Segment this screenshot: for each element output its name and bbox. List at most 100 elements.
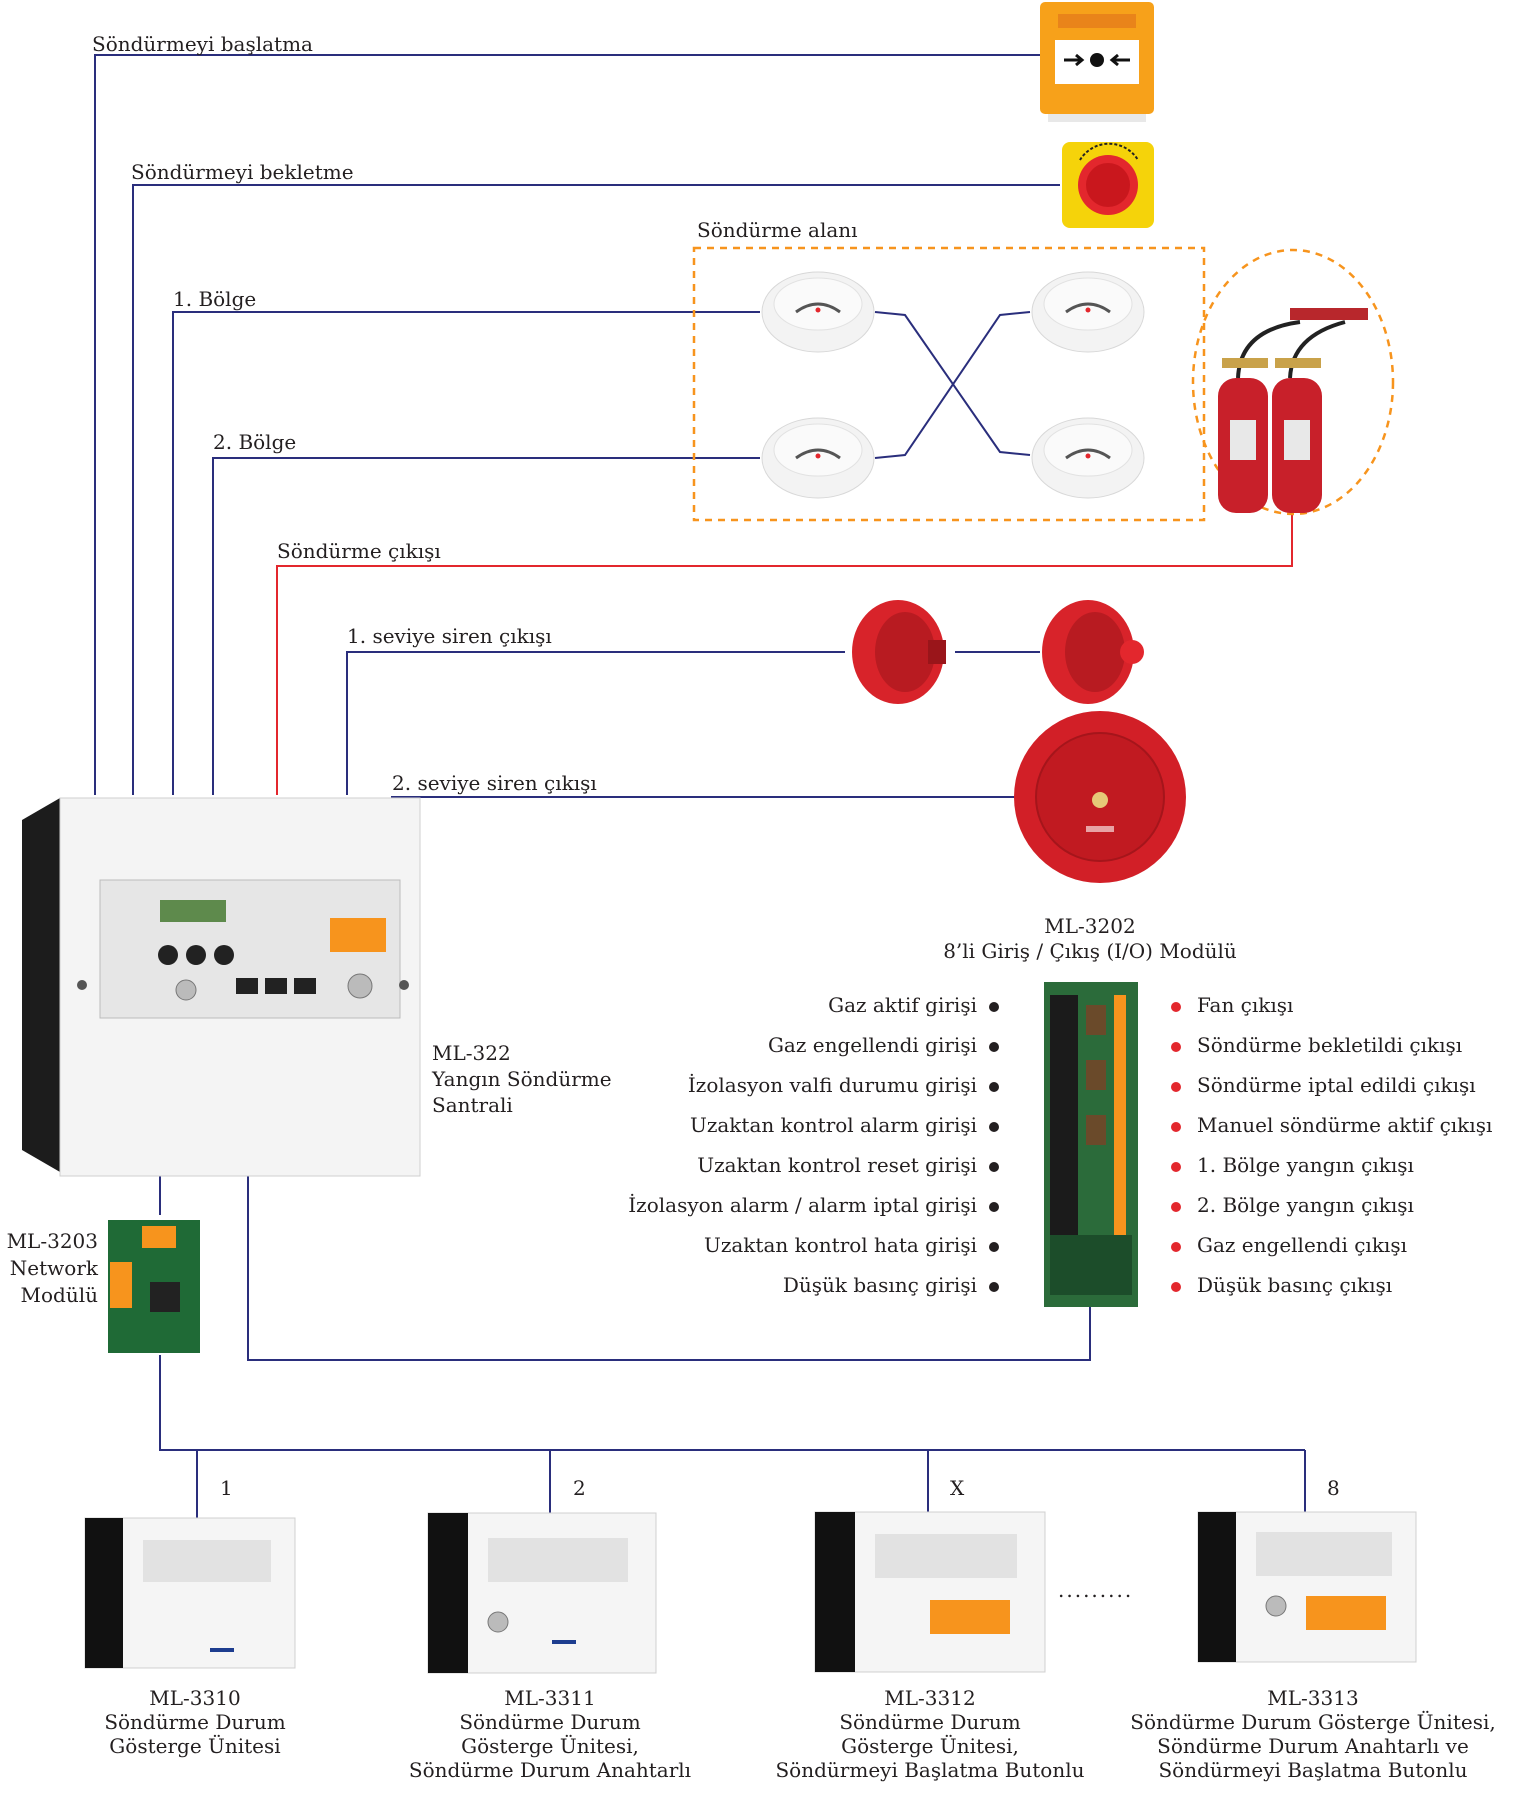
network-module-caption: ML-3203 Network Modülü (0, 1228, 98, 1309)
io-input: Uzaktan kontrol alarm girişi (690, 1113, 999, 1137)
unit-ml-3313 (1197, 1511, 1417, 1663)
io-input: İzolasyon valfi durumu girişi (688, 1073, 999, 1097)
io-output: Söndürme iptal edildi çıkışı (1171, 1073, 1476, 1097)
io-input: Uzaktan kontrol hata girişi (704, 1233, 999, 1257)
unit-ml-3311 (427, 1512, 657, 1674)
network-module (108, 1220, 200, 1353)
network-module-model: ML-3203 (6, 1229, 98, 1253)
unit-caption-line: Söndürmeyi Başlatma Butonlu (1158, 1758, 1468, 1782)
unit-caption-line: Söndürme Durum Anahtarlı ve (1157, 1734, 1469, 1758)
io-output: Gaz engellendi çıkışı (1171, 1233, 1407, 1257)
output-dot (1171, 1202, 1181, 1212)
start-button-device (1040, 2, 1154, 122)
node-label-1: 1 (220, 1476, 233, 1500)
output-dot (1171, 1082, 1181, 1092)
unit-caption-line: Söndürme Durum Anahtarlı (408, 1758, 692, 1782)
unit-caption-line: Gösterge Ünitesi, (841, 1734, 1019, 1758)
output-dot (1171, 1002, 1181, 1012)
io-input: Uzaktan kontrol reset girişi (697, 1153, 999, 1177)
panel-model: ML-322 (432, 1041, 511, 1065)
wire-hold (132, 184, 1060, 795)
label-extinguish-out: Söndürme çıkışı (277, 539, 441, 563)
panel-caption: ML-322 Yangın Söndürme Santrali (432, 1040, 612, 1118)
unit-caption-line: ML-3311 (504, 1686, 596, 1710)
wire-zone2 (212, 457, 760, 795)
io-output: Düşük basınç çıkışı (1171, 1273, 1392, 1297)
label-start: Söndürmeyi başlatma (92, 32, 313, 56)
unit-caption-line: Söndürme Durum (459, 1710, 641, 1734)
gas-cylinders (1218, 308, 1368, 513)
io-input: Düşük basınç girişi (783, 1273, 999, 1297)
unit-caption-ml-3313: ML-3313 Söndürme Durum Gösterge Ünitesi,… (1128, 1686, 1498, 1782)
smoke-detector-2 (1031, 271, 1145, 353)
io-output: 1. Bölge yangın çıkışı (1171, 1153, 1414, 1177)
hold-button-device (1062, 142, 1154, 228)
unit-ml-3310 (84, 1517, 296, 1669)
network-module-name: Network (9, 1256, 98, 1280)
io-input: İzolasyon alarm / alarm iptal girişi (628, 1193, 999, 1217)
smoke-detector-3 (761, 417, 875, 499)
label-zone1: 1. Bölge (173, 287, 257, 311)
io-module (1044, 982, 1138, 1307)
node-label-2: 2 (573, 1476, 586, 1500)
siren-2 (1042, 600, 1144, 704)
label-siren1: 1. seviye siren çıkışı (347, 624, 552, 648)
node-label-8: 8 (1327, 1476, 1340, 1500)
cylinder-dashed-ellipse (1191, 248, 1395, 516)
output-dot (1171, 1282, 1181, 1292)
output-dot (1171, 1042, 1181, 1052)
wire-panel-io (247, 1175, 1091, 1361)
io-input: Gaz aktif girişi (828, 993, 999, 1017)
output-dot (1171, 1162, 1181, 1172)
input-dot (989, 1282, 999, 1292)
panel-name: Yangın Söndürme (432, 1067, 612, 1091)
network-module-name-2: Modülü (20, 1283, 98, 1307)
wire-zone1 (172, 311, 760, 795)
io-output: Söndürme bekletildi çıkışı (1171, 1033, 1462, 1057)
io-output: Fan çıkışı (1171, 993, 1293, 1017)
label-area: Söndürme alanı (697, 218, 858, 242)
output-dot (1171, 1242, 1181, 1252)
smoke-detector-4 (1031, 417, 1145, 499)
label-hold: Söndürmeyi bekletme (131, 160, 354, 184)
unit-caption-line: ML-3312 (884, 1686, 976, 1710)
unit-caption-line: ML-3310 (149, 1686, 241, 1710)
wire-detector-cross-b (874, 311, 1031, 459)
unit-caption-line: Söndürme Durum (104, 1710, 286, 1734)
unit-caption-ml-3310: ML-3310 Söndürme Durum Gösterge Ünitesi (70, 1686, 320, 1758)
unit-caption-line: ML-3313 (1267, 1686, 1359, 1710)
siren-1 (852, 600, 946, 704)
unit-caption-ml-3312: ML-3312 Söndürme Durum Gösterge Ünitesi,… (775, 1686, 1085, 1782)
input-dot (989, 1162, 999, 1172)
wire-extinguish (276, 510, 1293, 795)
io-module-title: ML-3202 8’li Giriş / Çıkış (I/O) Modülü (880, 914, 1300, 964)
input-dot (989, 1242, 999, 1252)
panel-name-2: Santrali (432, 1093, 513, 1117)
label-siren2: 2. seviye siren çıkışı (392, 771, 597, 795)
wire-start (94, 54, 1055, 795)
unit-caption-line: Gösterge Ünitesi, (461, 1734, 639, 1758)
unit-caption-ml-3311: ML-3311 Söndürme Durum Gösterge Ünitesi,… (405, 1686, 695, 1782)
unit-caption-line: Söndürme Durum (839, 1710, 1021, 1734)
io-module-name: 8’li Giriş / Çıkış (I/O) Modülü (943, 939, 1237, 963)
network-ellipsis: ......... (1058, 1578, 1134, 1602)
input-dot (989, 1202, 999, 1212)
output-dot (1171, 1122, 1181, 1132)
smoke-detector-1 (761, 271, 875, 353)
wire-siren2-drawn (391, 796, 1020, 830)
wire-siren1 (346, 651, 845, 795)
input-dot (989, 1002, 999, 1012)
unit-caption-line: Söndürme Durum Gösterge Ünitesi, (1130, 1710, 1496, 1734)
fire-bell (1014, 711, 1186, 883)
input-dot (989, 1122, 999, 1132)
label-zone2: 2. Bölge (213, 430, 297, 454)
io-input: Gaz engellendi girişi (768, 1033, 999, 1057)
node-label-x: X (950, 1476, 965, 1500)
unit-ml-3312 (814, 1511, 1046, 1673)
io-output: Manuel söndürme aktif çıkışı (1171, 1113, 1492, 1137)
wire-network-bus (159, 1355, 1305, 1451)
io-output: 2. Bölge yangın çıkışı (1171, 1193, 1414, 1217)
unit-caption-line: Söndürmeyi Başlatma Butonlu (775, 1758, 1085, 1782)
input-dot (989, 1042, 999, 1052)
